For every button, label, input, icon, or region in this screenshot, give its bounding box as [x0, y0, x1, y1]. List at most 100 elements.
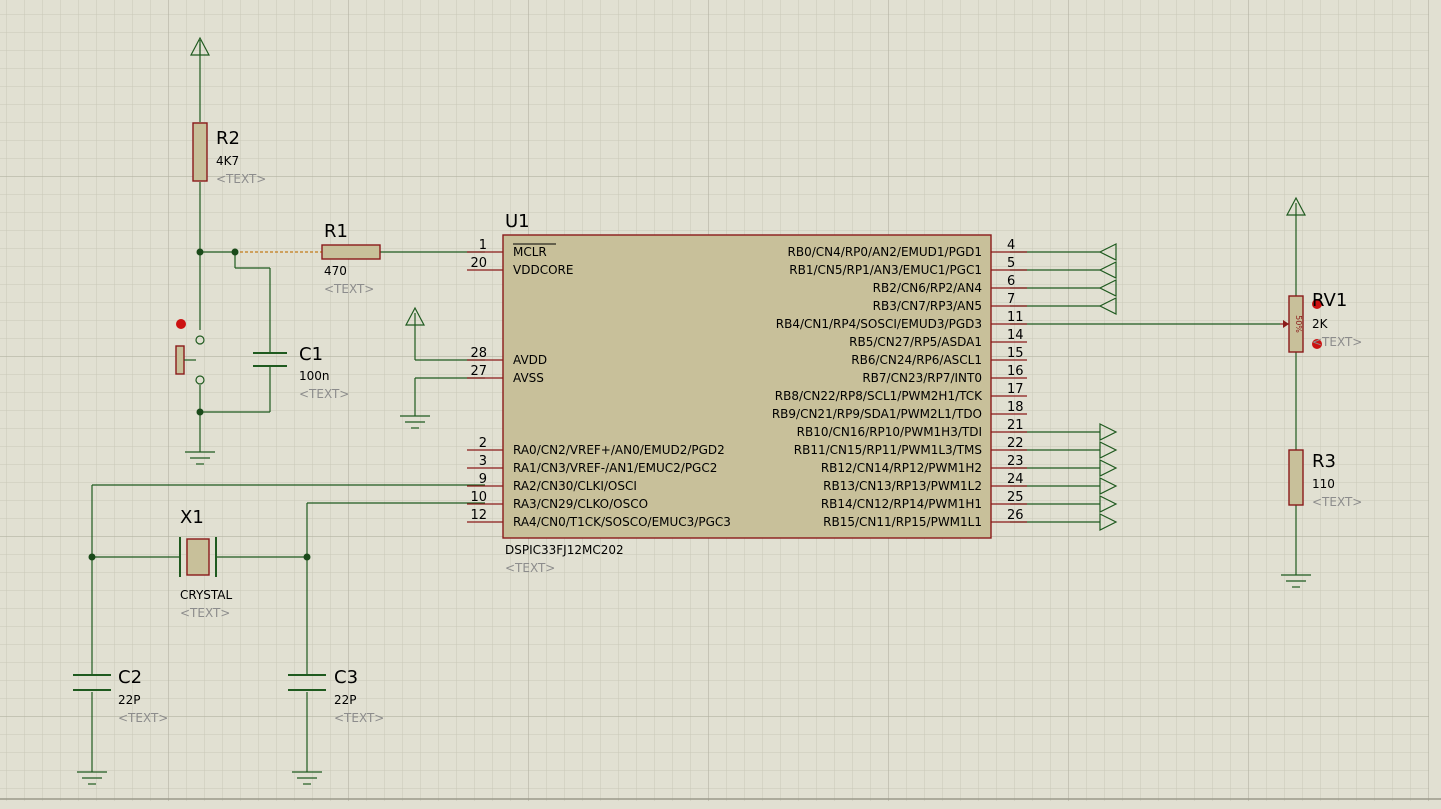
u1-pin-name: RB14/CN12/RP14/PWM1H1: [821, 497, 982, 511]
u1-pin-number: 20: [470, 256, 487, 271]
crystal-x1[interactable]: X1 CRYSTAL <TEXT>: [179, 507, 233, 620]
rv1-ref: RV1: [1312, 290, 1347, 311]
r1-value: 470: [324, 264, 347, 278]
u1-pin-number: 2: [479, 436, 487, 451]
ground-icon: [77, 771, 107, 785]
u1-pin-number: 17: [1007, 382, 1024, 397]
output-terminal-icon: [1099, 513, 1118, 531]
u1-pin-name: AVSS: [513, 371, 544, 385]
u1-pin-number: 18: [1007, 400, 1024, 415]
c3-value: 22P: [334, 693, 357, 707]
capacitor-c3[interactable]: C3 22P <TEXT>: [288, 667, 384, 725]
r1-text: <TEXT>: [324, 282, 374, 296]
power-arrow-icon: [1286, 196, 1306, 216]
push-button-switch[interactable]: [175, 319, 205, 385]
junction-dot: [231, 248, 239, 256]
c1-text: <TEXT>: [299, 387, 349, 401]
u1-pin-number: 7: [1007, 292, 1015, 307]
capacitor-c1[interactable]: C1 100n <TEXT>: [253, 344, 349, 401]
output-terminal-icon: [1099, 459, 1118, 477]
u1-pin-number: 6: [1007, 274, 1015, 289]
rv1-pin-marker: [1312, 299, 1322, 309]
output-terminal-icon: [1099, 423, 1118, 441]
u1-pin-name: RA4/CN0/T1CK/SOSCO/EMUC3/PGC3: [513, 515, 731, 529]
rv1-text: <TEXT>: [1312, 335, 1362, 349]
port-terminals: [1098, 243, 1118, 531]
output-terminal-icon: [1098, 297, 1117, 315]
r2-ref: R2: [216, 128, 240, 149]
c1-ref: C1: [299, 344, 323, 365]
u1-pin-number: 26: [1007, 508, 1024, 523]
output-terminal-icon: [1098, 279, 1117, 297]
output-terminal-icon: [1098, 243, 1117, 261]
u1-pin-number: 4: [1007, 238, 1015, 253]
u1-pin-name: RB4/CN1/RP4/SOSCI/EMUD3/PGD3: [776, 317, 982, 331]
x1-value: CRYSTAL: [180, 588, 233, 602]
u1-pin-name: RB0/CN4/RP0/AN2/EMUD1/PGD1: [788, 245, 982, 259]
u1-pin-name: RA0/CN2/VREF+/AN0/EMUD2/PGD2: [513, 443, 725, 457]
x1-ref: X1: [180, 507, 204, 528]
u1-pin-name: RB6/CN24/RP6/ASCL1: [851, 353, 982, 367]
u1-pin-name: RB9/CN21/RP9/SDA1/PWM2L1/TDO: [772, 407, 982, 421]
junction-dot: [303, 553, 311, 561]
u1-pin-name: AVDD: [513, 353, 547, 367]
u1-text: <TEXT>: [505, 561, 555, 575]
r1-ref: R1: [324, 221, 348, 242]
r2-text: <TEXT>: [216, 172, 266, 186]
u1-pin-number: 1: [479, 238, 487, 253]
r3-value: 110: [1312, 477, 1335, 491]
capacitor-c2[interactable]: C2 22P <TEXT>: [73, 667, 168, 725]
resistor-r2[interactable]: R2 4K7 <TEXT>: [192, 122, 266, 186]
power-symbols: [190, 36, 1306, 326]
junction-dot: [196, 408, 204, 416]
junctions: [88, 248, 311, 561]
r3-ref: R3: [1312, 451, 1336, 472]
ground-icon: [400, 415, 430, 429]
r2-value: 4K7: [216, 154, 239, 168]
x1-text: <TEXT>: [180, 606, 230, 620]
u1-pin-name: RB8/CN22/RP8/SCL1/PWM2H1/TCK: [775, 389, 983, 403]
c2-ref: C2: [118, 667, 142, 688]
c2-value: 22P: [118, 693, 141, 707]
u1-pin-number: 16: [1007, 364, 1024, 379]
u1-pin-number: 27: [470, 364, 487, 379]
u1-pin-number: 25: [1007, 490, 1024, 505]
rv1-pin-marker: [1312, 339, 1322, 349]
output-terminal-icon: [1099, 495, 1118, 513]
u1-pin-number: 12: [470, 508, 487, 523]
u1-pin-name: RA3/CN29/CLKO/OSCO: [513, 497, 648, 511]
u1-pin-number: 23: [1007, 454, 1024, 469]
output-terminal-icon: [1098, 261, 1117, 279]
u1-pin-name: RB3/CN7/RP3/AN5: [873, 299, 982, 313]
r3-text: <TEXT>: [1312, 495, 1362, 509]
u1-pin-number: 15: [1007, 346, 1024, 361]
u1-pin-number: 5: [1007, 256, 1015, 271]
u1-pin-name: RB13/CN13/RP13/PWM1L2: [823, 479, 982, 493]
resistor-r3[interactable]: R3 110 <TEXT>: [1288, 449, 1362, 509]
u1-pin-name: RB7/CN23/RP7/INT0: [862, 371, 982, 385]
u1-pin-name: RA2/CN30/CLKI/OSCI: [513, 479, 637, 493]
u1-pin-number: 21: [1007, 418, 1024, 433]
u1-pin-name: RB15/CN11/RP15/PWM1L1: [823, 515, 982, 529]
rv1-wiper-label: 50%: [1294, 315, 1303, 333]
c3-ref: C3: [334, 667, 358, 688]
u1-pin-number: 9: [479, 472, 487, 487]
c1-value: 100n: [299, 369, 330, 383]
ground-icon: [1281, 574, 1311, 588]
output-terminal-icon: [1099, 441, 1118, 459]
u1-pin-name: RB1/CN5/RP1/AN3/EMUC1/PGC1: [789, 263, 982, 277]
ground-symbols: [77, 415, 1311, 785]
u1-pin-name: MCLR: [513, 245, 547, 259]
resistor-r1[interactable]: R1 470 <TEXT>: [321, 221, 381, 296]
junction-dot: [196, 248, 204, 256]
switch-pin-marker: [176, 319, 186, 329]
u1-pin-number: 22: [1007, 436, 1024, 451]
u1-pin-number: 14: [1007, 328, 1024, 343]
u1-pin-name: RA1/CN3/VREF-/AN1/EMUC2/PGC2: [513, 461, 717, 475]
u1-pin-number: 11: [1007, 310, 1024, 325]
u1-ref: U1: [505, 211, 530, 232]
wires: [91, 55, 1297, 772]
potentiometer-rv1[interactable]: 50% RV1 2K <TEXT>: [1280, 290, 1362, 353]
